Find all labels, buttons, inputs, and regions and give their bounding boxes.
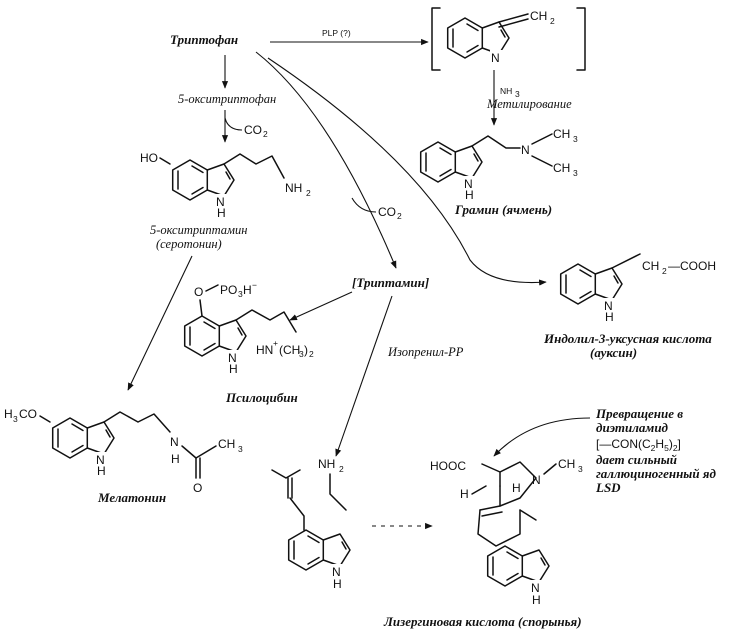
svg-text:CH: CH: [642, 259, 659, 273]
isoprenyl-label: Изопренил-PP: [387, 345, 464, 359]
svg-text:3: 3: [13, 414, 18, 424]
svg-text:2: 2: [306, 188, 311, 198]
svg-text:+: +: [273, 338, 278, 348]
svg-text:CH: CH: [218, 437, 235, 451]
svg-text:CH: CH: [530, 9, 547, 23]
svg-text:N: N: [491, 51, 500, 65]
serotonin-label-sub: (серотонин): [156, 237, 222, 251]
svg-text:2: 2: [397, 211, 402, 221]
lsd-note-line6: LSD: [595, 480, 621, 495]
svg-text:N: N: [604, 299, 613, 313]
svg-text:O: O: [193, 481, 202, 495]
lsd-note-line5: галлюциногенный яд: [596, 466, 717, 481]
svg-text:−: −: [252, 280, 257, 290]
svg-text:3: 3: [299, 349, 304, 359]
svg-text:3: 3: [578, 464, 583, 474]
lysergic-acid-structure: HOOC N CH 3 H H N H: [430, 457, 583, 607]
psilocybin-label: Псилоцибин: [225, 390, 298, 405]
auxin-label-sub: (ауксин): [590, 345, 637, 360]
svg-text:3: 3: [238, 444, 243, 454]
svg-text:): ): [304, 343, 308, 357]
serotonin-label: 5-окситриптамин: [150, 223, 247, 237]
auxin-arrow: [267, 57, 547, 286]
svg-text:(CH: (CH: [279, 343, 300, 357]
svg-text:NH: NH: [318, 457, 335, 471]
svg-text:2: 2: [339, 464, 344, 474]
lysergic-acid-label: Лизергиновая кислота (спорынья): [383, 614, 582, 629]
lsd-note-arrow: [493, 417, 591, 457]
tryptophan-label: Триптофан: [170, 32, 238, 47]
svg-text:H: H: [333, 577, 342, 591]
svg-text:HOOC: HOOC: [430, 459, 466, 473]
svg-text:NH: NH: [285, 181, 302, 195]
lsd-note-line2: диэтиламид: [596, 420, 669, 435]
tryptamine-label: [Триптамин]: [352, 275, 429, 290]
svg-text:H: H: [532, 593, 541, 607]
svg-text:O: O: [194, 285, 203, 299]
melatonin-arrow: [127, 255, 193, 391]
melatonin-structure: H 3 CO N H O CH 3 N H: [4, 407, 243, 495]
svg-text:N: N: [332, 565, 341, 579]
svg-text:N: N: [216, 195, 225, 209]
svg-text:N: N: [531, 581, 540, 595]
prenyl-tryptamine-structure: NH 2 N H: [271, 457, 351, 591]
svg-text:3: 3: [515, 89, 520, 99]
svg-text:N: N: [96, 453, 105, 467]
melatonin-label: Мелатонин: [97, 490, 166, 505]
gramine-label: Грамин (ячмень): [454, 202, 552, 217]
svg-text:3: 3: [573, 134, 578, 144]
co2-label-b: CO: [378, 205, 396, 219]
svg-text:H: H: [512, 481, 521, 495]
tryptamine-arrow: [255, 51, 397, 269]
svg-text:CH: CH: [553, 161, 570, 175]
svg-text:N: N: [228, 351, 237, 365]
methyleneindolenine-structure: CH 2 N: [431, 7, 586, 71]
co2-label-a: CO: [244, 123, 262, 137]
svg-text:3: 3: [573, 168, 578, 178]
svg-text:CH: CH: [553, 127, 570, 141]
svg-text:H: H: [465, 188, 474, 202]
svg-text:PO: PO: [220, 283, 237, 297]
svg-text:HN: HN: [256, 343, 273, 357]
svg-text:N: N: [532, 473, 541, 487]
svg-text:H: H: [217, 206, 226, 220]
auxin-label: Индолил-3-уксусная кислота: [543, 331, 712, 346]
svg-text:H: H: [460, 487, 469, 501]
svg-text:H: H: [229, 362, 238, 376]
methylation-label: Метилирование: [486, 97, 572, 111]
svg-text:N: N: [170, 435, 179, 449]
svg-text:H: H: [4, 407, 13, 421]
svg-text:2: 2: [662, 266, 667, 276]
lsd-note-line3: [—CON(C2H5)2]: [596, 437, 681, 453]
svg-text:CH: CH: [558, 457, 575, 471]
gramine-structure: N CH 3 CH 3 N H: [419, 127, 578, 202]
nh3-label: NH: [500, 86, 512, 96]
svg-text:HO: HO: [140, 151, 158, 165]
svg-text:2: 2: [263, 129, 268, 139]
svg-text:H: H: [243, 283, 252, 297]
svg-text:3: 3: [238, 289, 243, 299]
lsd-note-line4: дает сильный: [596, 452, 677, 467]
svg-text:CO: CO: [19, 407, 37, 421]
svg-text:H: H: [97, 464, 106, 478]
serotonin-structure: HO NH 2 N H: [140, 151, 311, 220]
auxin-structure: CH 2 —COOH N H: [559, 253, 716, 324]
psilocybin-arrow: [289, 291, 353, 321]
prenylation-arrow: [335, 295, 393, 457]
svg-text:2: 2: [550, 16, 555, 26]
svg-text:2: 2: [309, 349, 314, 359]
plp-label: PLP (?): [322, 28, 351, 38]
svg-text:H: H: [171, 452, 180, 466]
lsd-note-line1: Превращение в: [595, 406, 683, 421]
psilocybin-structure: O PO 3 H − HN + (CH 3 ) 2 N H: [183, 280, 314, 376]
svg-text:H: H: [605, 310, 614, 324]
svg-text:—COOH: —COOH: [668, 259, 716, 273]
svg-text:N: N: [464, 177, 473, 191]
hydroxytryptophan-label: 5-окситриптофан: [178, 92, 276, 106]
svg-text:N: N: [521, 143, 530, 157]
